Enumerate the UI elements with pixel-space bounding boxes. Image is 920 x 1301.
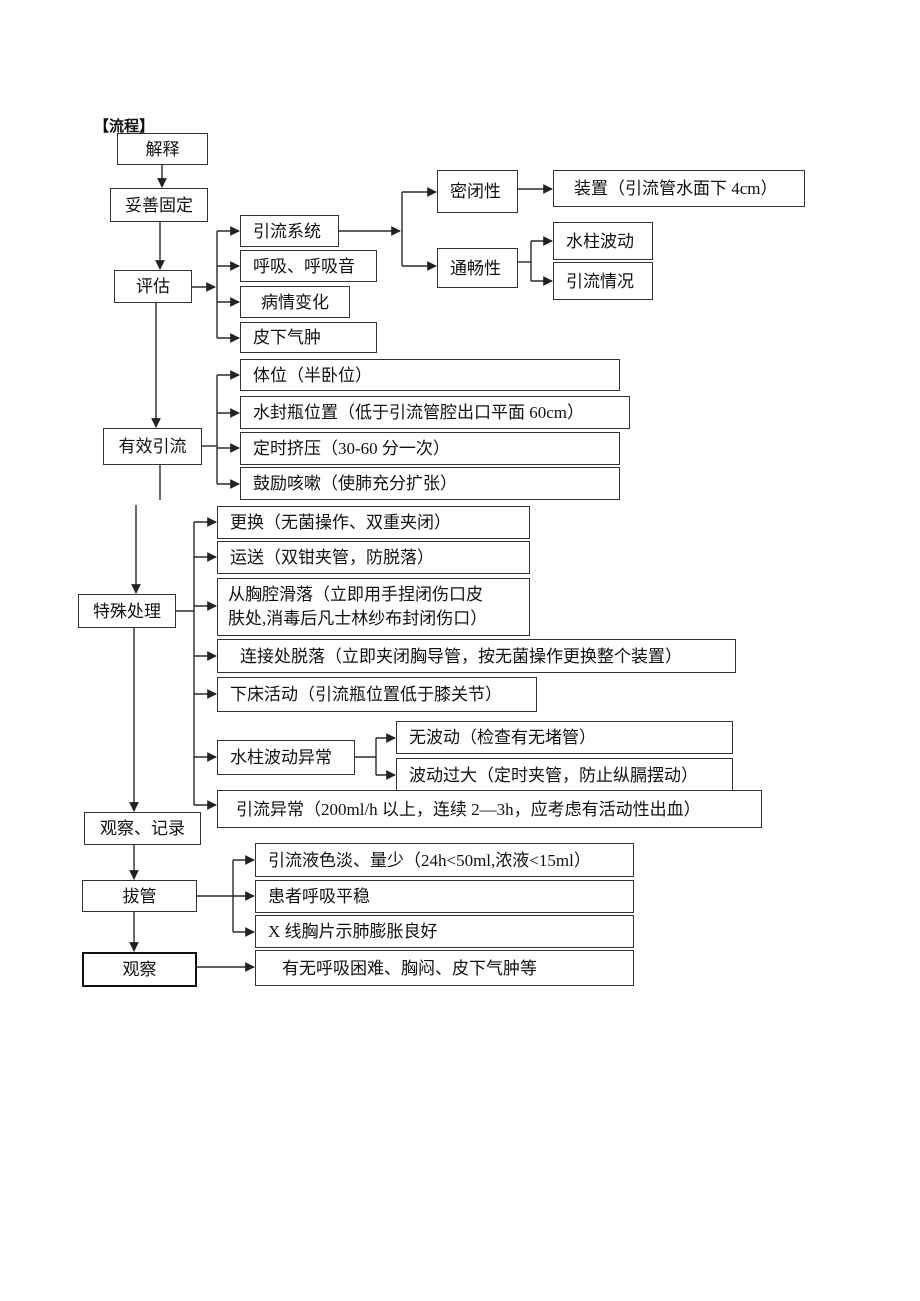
special-no-fluctuation: 无波动（检查有无堵管） bbox=[396, 721, 733, 754]
special-dislodge-line-1: 从胸腔滑落（立即用手捏闭伤口皮 bbox=[228, 585, 483, 604]
system-water-column: 水柱波动 bbox=[553, 222, 653, 260]
step-explain: 解释 bbox=[117, 133, 208, 165]
system-device: 装置（引流管水面下 4cm） bbox=[553, 170, 805, 207]
special-abnormal-drainage: 引流异常（200ml/h 以上，连续 2—3h，应考虑有活动性出血） bbox=[217, 790, 762, 828]
step-assess: 评估 bbox=[114, 270, 192, 303]
assess-condition: 病情变化 bbox=[240, 286, 350, 318]
assess-breathing: 呼吸、呼吸音 bbox=[240, 250, 377, 282]
step-special-handling: 特殊处理 bbox=[78, 594, 176, 628]
special-replace: 更换（无菌操作、双重夹闭） bbox=[217, 506, 530, 539]
special-transport: 运送（双钳夹管，防脱落） bbox=[217, 541, 530, 574]
assess-emphysema: 皮下气肿 bbox=[240, 322, 377, 353]
step-observe: 观察 bbox=[82, 952, 197, 987]
special-excess-fluctuation: 波动过大（定时夹管，防止纵膈摆动） bbox=[396, 758, 733, 792]
drainage-squeeze: 定时挤压（30-60 分一次） bbox=[240, 432, 620, 465]
system-sealed: 密闭性 bbox=[437, 170, 518, 213]
special-ambulation: 下床活动（引流瓶位置低于膝关节） bbox=[217, 677, 537, 712]
observe-detail: 有无呼吸困难、胸闷、皮下气肿等 bbox=[255, 950, 634, 986]
drainage-bottle-position: 水封瓶位置（低于引流管腔出口平面 60cm） bbox=[240, 396, 630, 429]
flow-heading: 【流程】 bbox=[94, 119, 155, 135]
step-effective-drainage: 有效引流 bbox=[103, 428, 202, 465]
step-extubate: 拔管 bbox=[82, 880, 197, 912]
step-observe-record: 观察、记录 bbox=[84, 812, 201, 845]
drainage-cough: 鼓励咳嗽（使肺充分扩张） bbox=[240, 467, 620, 500]
system-patent: 通畅性 bbox=[437, 248, 518, 288]
step-secure: 妥善固定 bbox=[110, 188, 208, 222]
system-drainage-status: 引流情况 bbox=[553, 262, 653, 300]
special-dislodge: 从胸腔滑落（立即用手捏闭伤口皮 肤处,消毒后凡士林纱布封闭伤口） bbox=[217, 578, 530, 636]
extubation-criteria-breathing: 患者呼吸平稳 bbox=[255, 880, 634, 913]
special-dislodge-line-2: 肤处,消毒后凡士林纱布封闭伤口） bbox=[228, 609, 488, 628]
extubation-criteria-xray: X 线胸片示肺膨胀良好 bbox=[255, 915, 634, 948]
drainage-position: 体位（半卧位） bbox=[240, 359, 620, 391]
special-abnormal-column: 水柱波动异常 bbox=[217, 740, 355, 775]
assess-drainage-system: 引流系统 bbox=[240, 215, 339, 247]
extubation-criteria-fluid: 引流液色淡、量少（24h<50ml,浓液<15ml） bbox=[255, 843, 634, 877]
special-connector-off: 连接处脱落（立即夹闭胸导管，按无菌操作更换整个装置） bbox=[217, 639, 736, 673]
